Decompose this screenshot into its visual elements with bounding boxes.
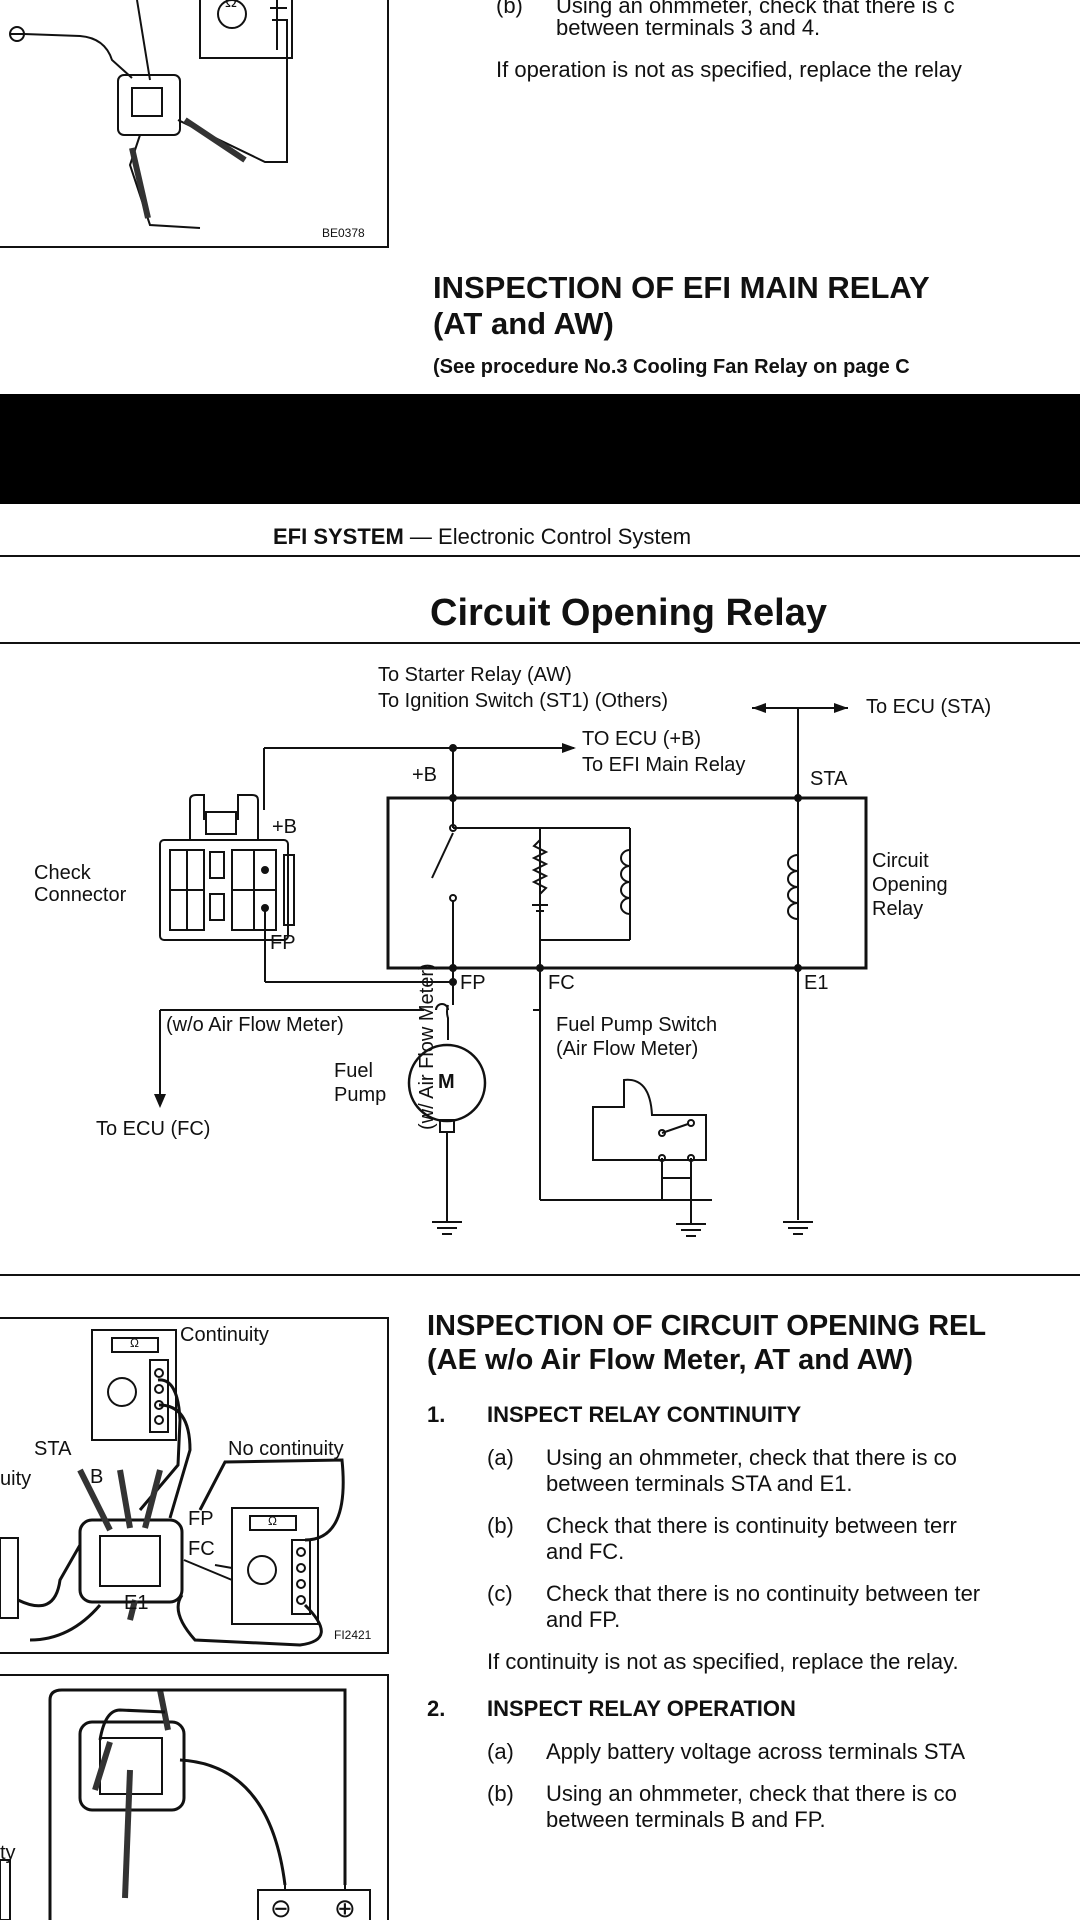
continuity-note: If continuity is not as specified, repla… (487, 1649, 959, 1674)
page-header-bold: EFI SYSTEM (273, 524, 404, 549)
step1a-line1: Using an ohmmeter, check that there is c… (546, 1445, 957, 1470)
label-to-ecu-b: TO ECU (+B) (582, 728, 702, 750)
fig2-e1: E1 (124, 1592, 149, 1614)
step1b-mark: (b) (487, 1513, 514, 1538)
efi-relay-reference: (See procedure No.3 Cooling Fan Relay on… (433, 356, 910, 378)
step1a-line2: between terminals STA and E1. (546, 1471, 853, 1496)
step2a-line1: Apply battery voltage across terminals S… (546, 1739, 965, 1764)
efi-relay-heading-1: INSPECTION OF EFI MAIN RELAY (433, 270, 930, 305)
fig2-code: FI2421 (334, 1628, 372, 1642)
label-w-afm: (w/ Air Flow Meter) (416, 963, 438, 1130)
step1c-line1: Check that there is no continuity betwee… (546, 1581, 981, 1606)
fig2-b: B (90, 1466, 104, 1488)
label-fuel-2: Pump (334, 1084, 387, 1106)
label-motor: M (438, 1071, 455, 1093)
figure2-frame (0, 1317, 389, 1654)
label-sta: STA (810, 768, 848, 790)
step-b-text-2: between terminals 3 and 4. (556, 15, 821, 40)
top-figure-frame (0, 0, 389, 248)
battery (257, 1889, 371, 1920)
label-fuel-1: Fuel (334, 1060, 373, 1082)
label-relay-3: Relay (872, 898, 924, 920)
step2-number: 2. (427, 1696, 446, 1721)
ohm-symbol: Ω (225, 0, 237, 11)
page-header-rest: — Electronic Control System (403, 524, 692, 549)
top-ohmmeter (199, 0, 293, 59)
step1b-line1: Check that there is continuity between t… (546, 1513, 957, 1538)
step-b-text-1: Using an ohmmeter, check that there is c (556, 0, 955, 18)
label-fp: FP (460, 972, 486, 994)
inspection-heading-2: (AE w/o Air Flow Meter, AT and AW) (427, 1344, 914, 1376)
circuit-opening-relay-box (386, 796, 868, 970)
step2b-mark: (b) (487, 1781, 514, 1806)
label-fc: FC (548, 972, 575, 994)
battery-minus-icon: ⊖ (270, 1893, 292, 1923)
fig2-sta: STA (34, 1438, 72, 1460)
relay-fig2 (78, 1518, 184, 1604)
page-header: EFI SYSTEM — Electronic Control System (273, 524, 691, 550)
ohmmeter-right (231, 1507, 319, 1625)
step1-number: 1. (427, 1402, 446, 1427)
label-fps-2: (Air Flow Meter) (556, 1038, 699, 1060)
label-to-ecu-sta: To ECU (STA) (866, 696, 992, 718)
label-relay-2: Opening (872, 874, 948, 896)
battery-plus-icon: ⊕ (334, 1893, 356, 1923)
step-b-marker: (b) (496, 0, 523, 18)
step1c-mark: (c) (487, 1581, 513, 1606)
top-relay-body (117, 74, 181, 136)
label-e1: E1 (804, 972, 829, 994)
step1-title: INSPECT RELAY CONTINUITY (487, 1402, 802, 1427)
relay-fig3 (78, 1720, 186, 1812)
label-to-efi-main: To EFI Main Relay (582, 754, 746, 776)
fig2-continuity: Continuity (180, 1324, 269, 1346)
circuit-title: Circuit Opening Relay (430, 592, 827, 634)
efi-relay-heading-2: (AT and AW) (433, 306, 614, 341)
black-band (0, 394, 1080, 504)
check-connector (159, 839, 289, 941)
step2b-line2: between terminals B and FP. (546, 1807, 826, 1832)
figure-code-top: BE0378 (322, 226, 365, 240)
top-note: If operation is not as specified, replac… (496, 57, 962, 82)
label-starter-relay: To Starter Relay (AW) (378, 664, 572, 686)
step2b-line1: Using an ohmmeter, check that there is c… (546, 1781, 957, 1806)
step1a-mark: (a) (487, 1445, 514, 1470)
ohmmeter-top (91, 1329, 177, 1441)
fig2-partial-continuity: uity (0, 1468, 32, 1490)
label-relay-1: Circuit (872, 850, 929, 872)
figure3-frame (0, 1674, 389, 1920)
label-check-1: Check (34, 862, 91, 884)
label-plus-b: +B (412, 764, 438, 786)
label-conn-b: +B (272, 816, 298, 838)
step2a-mark: (a) (487, 1739, 514, 1764)
fig2-no-continuity: No continuity (228, 1438, 344, 1460)
fig2-ohm-1: Ω (130, 1336, 139, 1350)
label-wo-afm: (w/o Air Flow Meter) (166, 1014, 344, 1036)
label-ignition-switch: To Ignition Switch (ST1) (Others) (378, 690, 669, 712)
step1b-line2: and FC. (546, 1539, 625, 1564)
inspection-heading-1: INSPECTION OF CIRCUIT OPENING REL (427, 1310, 987, 1342)
step1c-line2: and FP. (546, 1607, 621, 1632)
label-conn-fp: FP (270, 932, 296, 954)
step2-title: INSPECT RELAY OPERATION (487, 1696, 796, 1721)
fig2-ohm-2: Ω (268, 1514, 277, 1528)
fuel-pump-switch-body (592, 1078, 707, 1161)
label-check-2: Connector (34, 884, 127, 906)
label-to-ecu-fc: To ECU (FC) (96, 1118, 211, 1140)
fig2-fp: FP (188, 1508, 214, 1530)
label-fps-1: Fuel Pump Switch (556, 1014, 718, 1036)
fig3-partial: ty (0, 1842, 16, 1864)
fig2-fc: FC (188, 1538, 215, 1560)
